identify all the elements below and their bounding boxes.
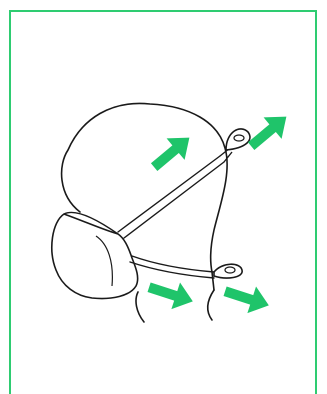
lower-strap (130, 256, 214, 278)
upper-strap (118, 156, 224, 238)
arrow-right-icon (145, 274, 197, 315)
arrow-up-right-icon (145, 127, 198, 178)
upper-clip-icon (226, 129, 250, 150)
lower-clip-icon (214, 264, 242, 278)
arrow-right-icon (221, 278, 273, 319)
arrow-up-right-icon (242, 106, 295, 157)
neck-outline (208, 290, 214, 320)
